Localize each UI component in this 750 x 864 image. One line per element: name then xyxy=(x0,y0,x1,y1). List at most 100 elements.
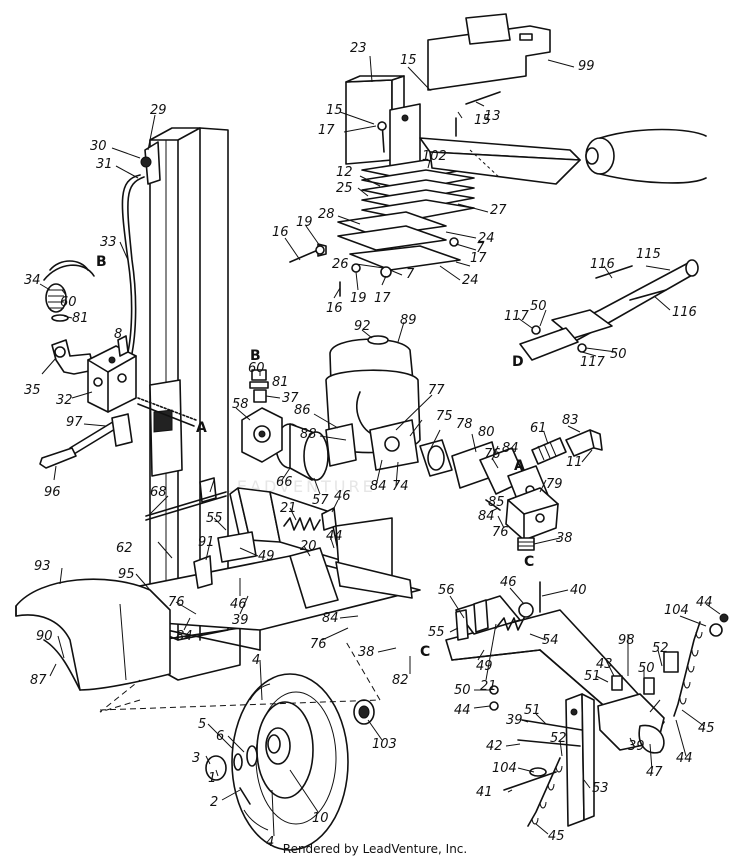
callout-44b: 44 xyxy=(454,703,471,718)
callout-28: 28 xyxy=(318,207,335,222)
pump-coupling xyxy=(419,439,551,513)
callout-38b: 38 xyxy=(358,645,375,660)
callout-4a: 4 xyxy=(252,653,260,668)
callout-37: 37 xyxy=(282,391,299,406)
callout-19b: 19 xyxy=(350,291,367,306)
callout-39b: 39 xyxy=(506,713,523,728)
callout-13: 13 xyxy=(484,109,501,124)
callout-104b: 104 xyxy=(492,761,517,776)
connector-c-lower: C xyxy=(420,644,430,660)
callout-50b: 50 xyxy=(610,347,627,362)
leader-lines xyxy=(39,55,721,837)
callout-57: 57 xyxy=(312,493,329,508)
callout-52b: 52 xyxy=(550,731,567,746)
callout-62: 62 xyxy=(116,541,133,556)
callout-79: 79 xyxy=(546,477,563,492)
callout-77: 77 xyxy=(428,383,445,398)
callout-24a: 24 xyxy=(478,231,495,246)
callout-88: 88 xyxy=(300,427,317,442)
callout-99: 99 xyxy=(578,59,595,74)
callout-51b: 51 xyxy=(524,703,541,718)
callout-102: 102 xyxy=(422,149,447,164)
filter-head xyxy=(241,369,283,463)
callout-50a: 50 xyxy=(530,299,547,314)
callout-85: 85 xyxy=(488,495,505,510)
callout-39c: 39 xyxy=(628,739,645,754)
callout-50c: 50 xyxy=(638,661,655,676)
connector-a-right: A xyxy=(514,458,525,474)
hydraulic-pump xyxy=(505,487,559,551)
callout-30: 30 xyxy=(90,139,107,154)
callout-21a: 21 xyxy=(280,501,297,516)
callout-42: 42 xyxy=(486,739,503,754)
callout-55b: 55 xyxy=(428,625,445,640)
fender xyxy=(15,578,171,691)
safety-chain-upper xyxy=(673,613,729,717)
valve-handle xyxy=(39,413,133,469)
callout-29: 29 xyxy=(150,103,167,118)
callout-87: 87 xyxy=(30,673,47,688)
callout-26: 26 xyxy=(332,257,349,272)
callout-60a: 60 xyxy=(60,295,77,310)
callout-35: 35 xyxy=(24,383,41,398)
callout-5: 5 xyxy=(198,717,206,732)
callout-89: 89 xyxy=(400,313,417,328)
callout-116b: 116 xyxy=(672,305,697,320)
callout-32: 32 xyxy=(56,393,73,408)
callout-4b: 4 xyxy=(266,835,274,850)
callout-84b: 84 xyxy=(370,479,387,494)
control-valve xyxy=(87,335,197,427)
callout-15b: 15 xyxy=(326,103,343,118)
callout-84d: 84 xyxy=(176,629,193,644)
jack-stand xyxy=(565,693,595,827)
callout-91: 91 xyxy=(198,535,215,550)
callout-16b: 16 xyxy=(326,301,343,316)
callout-16a: 16 xyxy=(272,225,289,240)
callout-8: 8 xyxy=(114,327,122,342)
hub-parts xyxy=(205,699,375,805)
callout-83: 83 xyxy=(562,413,579,428)
callout-38a: 38 xyxy=(556,531,573,546)
callout-21b: 21 xyxy=(480,679,497,694)
callout-46c: 46 xyxy=(500,575,517,590)
callout-104a: 104 xyxy=(664,603,689,618)
callout-15c: 15 xyxy=(474,113,491,128)
connector-b-right: B xyxy=(250,348,261,364)
hitch-tongue xyxy=(519,259,699,361)
callout-39a: 39 xyxy=(232,613,249,628)
callout-23: 23 xyxy=(350,41,367,56)
callout-76c: 76 xyxy=(168,595,185,610)
callout-25: 25 xyxy=(336,181,353,196)
callout-24b: 24 xyxy=(462,273,479,288)
callout-53: 53 xyxy=(592,781,609,796)
callout-52a: 52 xyxy=(652,641,669,656)
wedge-bracket xyxy=(427,13,551,91)
callout-41: 41 xyxy=(476,785,493,800)
callout-116a: 116 xyxy=(590,257,615,272)
callout-82: 82 xyxy=(392,673,409,688)
axle-reference-line xyxy=(99,639,381,713)
callout-11: 11 xyxy=(566,455,583,470)
callout-92: 92 xyxy=(354,319,371,334)
ram-rod xyxy=(145,477,341,563)
callout-7a: 7 xyxy=(476,241,485,256)
callout-76d: 76 xyxy=(310,637,327,652)
callout-44e: 44 xyxy=(696,595,713,610)
callout-93: 93 xyxy=(34,559,51,574)
coupler xyxy=(597,651,679,754)
callout-61: 61 xyxy=(530,421,547,436)
callout-58: 58 xyxy=(232,397,249,412)
callout-49b: 49 xyxy=(476,659,493,674)
callout-46a: 46 xyxy=(334,489,351,504)
beam-rail xyxy=(419,128,707,185)
beam-bracket xyxy=(149,379,183,477)
callout-43: 43 xyxy=(596,657,613,672)
callout-86: 86 xyxy=(294,403,311,418)
callout-103: 103 xyxy=(372,737,397,752)
callout-17c: 17 xyxy=(374,291,391,306)
callout-76a: 76 xyxy=(484,447,501,462)
callout-56: 56 xyxy=(438,583,455,598)
callout-74: 74 xyxy=(392,479,409,494)
callout-84c: 84 xyxy=(478,509,495,524)
callout-75: 75 xyxy=(436,409,453,424)
